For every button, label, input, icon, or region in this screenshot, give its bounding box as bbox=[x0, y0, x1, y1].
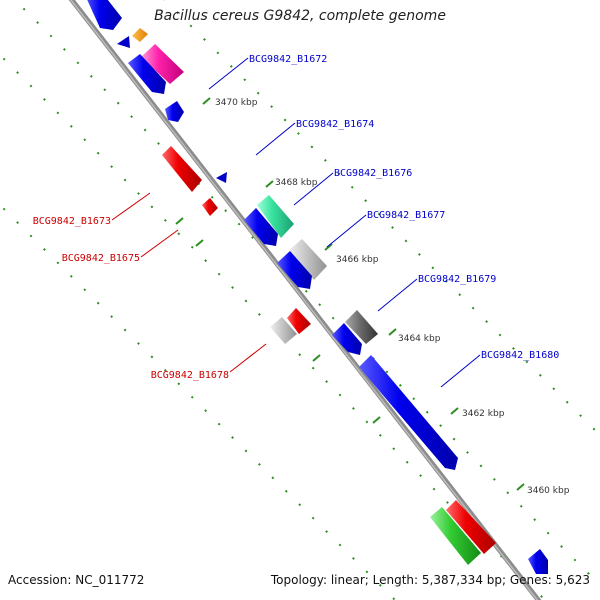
gene-label-b1673[interactable]: BCG9842_B1673 bbox=[33, 216, 111, 227]
gene-arrow-b1672 bbox=[128, 54, 166, 94]
accession-text: Accession: NC_011772 bbox=[8, 573, 145, 587]
guide-line-inner-left bbox=[0, 203, 396, 600]
connector-b1678 bbox=[229, 343, 267, 373]
connector-b1675 bbox=[140, 229, 179, 258]
tick-mark-3464 bbox=[388, 328, 397, 336]
tick-mark-left-2 bbox=[195, 239, 204, 247]
gene-label-b1680[interactable]: BCG9842_B1680 bbox=[481, 350, 559, 361]
tick-mark-left-4 bbox=[372, 416, 381, 424]
tick-mark-3468 bbox=[265, 180, 274, 188]
gene-arrow-small bbox=[117, 36, 130, 48]
connector-b1673 bbox=[111, 192, 151, 221]
tick-label-3462: 3462 kbp bbox=[462, 409, 505, 419]
tick-label-3466: 3466 kbp bbox=[336, 255, 379, 265]
gene-arrow-b1676-lower bbox=[244, 208, 278, 246]
gene-arrow-b1677-lower bbox=[277, 251, 312, 289]
gene-arrow-red-bottom bbox=[446, 500, 496, 554]
tick-mark-left-1 bbox=[175, 217, 184, 225]
connector-b1676 bbox=[293, 172, 334, 206]
gene-arrow-b1674 bbox=[165, 101, 184, 122]
gene-arrow-b1679-lower bbox=[332, 323, 362, 355]
genome-backbone-highlight bbox=[69, 0, 539, 600]
map-title: Bacillus cereus G9842, complete genome bbox=[154, 8, 446, 24]
gene-arrow-b1678-grey bbox=[270, 317, 297, 344]
gene-label-b1676[interactable]: BCG9842_B1676 bbox=[334, 168, 412, 179]
tick-label-3468: 3468 kbp bbox=[275, 178, 318, 188]
connector-b1679 bbox=[377, 278, 418, 312]
connector-b1672 bbox=[208, 57, 249, 90]
tick-label-3470: 3470 kbp bbox=[215, 98, 258, 108]
gene-arrow-b1675 bbox=[202, 198, 218, 216]
gene-arrow-orange bbox=[132, 28, 148, 42]
gene-arrow-b1672-upper bbox=[141, 44, 184, 84]
gene-arrow-tiny bbox=[216, 172, 227, 183]
tick-mark-3460 bbox=[516, 483, 525, 491]
gene-arrow-b1676 bbox=[257, 195, 294, 238]
gene-arrow-b1679 bbox=[345, 310, 378, 344]
gene-arrow-top bbox=[87, 0, 122, 30]
gene-label-b1678[interactable]: BCG9842_B1678 bbox=[151, 370, 229, 381]
connector-b1680 bbox=[440, 354, 481, 388]
tick-label-3464: 3464 kbp bbox=[398, 334, 441, 344]
gene-arrow-green bbox=[430, 507, 481, 565]
genome-backbone bbox=[68, 0, 542, 600]
gene-label-b1672[interactable]: BCG9842_B1672 bbox=[249, 54, 327, 65]
gene-label-b1675[interactable]: BCG9842_B1675 bbox=[62, 253, 140, 264]
gene-arrow-b1673 bbox=[162, 146, 202, 192]
gene-arrow-bottom-right bbox=[528, 549, 548, 574]
tick-mark-left-3 bbox=[312, 354, 321, 362]
gene-arrow-b1677 bbox=[289, 239, 327, 280]
genome-summary-text: Topology: linear; Length: 5,387,334 bp; … bbox=[270, 573, 590, 587]
tick-mark-3462 bbox=[450, 407, 459, 415]
gene-arrow-b1678 bbox=[287, 308, 311, 334]
gene-label-b1679[interactable]: BCG9842_B1679 bbox=[418, 274, 496, 285]
gene-arrow-b1680 bbox=[359, 355, 458, 470]
tick-mark-3470 bbox=[202, 97, 211, 105]
tick-mark-3466 bbox=[324, 243, 333, 251]
gene-label-b1677[interactable]: BCG9842_B1677 bbox=[367, 210, 445, 221]
connector-b1674 bbox=[255, 122, 296, 156]
gene-label-b1674[interactable]: BCG9842_B1674 bbox=[296, 119, 374, 130]
tick-label-3460: 3460 kbp bbox=[527, 486, 570, 496]
connector-b1677 bbox=[326, 214, 367, 248]
